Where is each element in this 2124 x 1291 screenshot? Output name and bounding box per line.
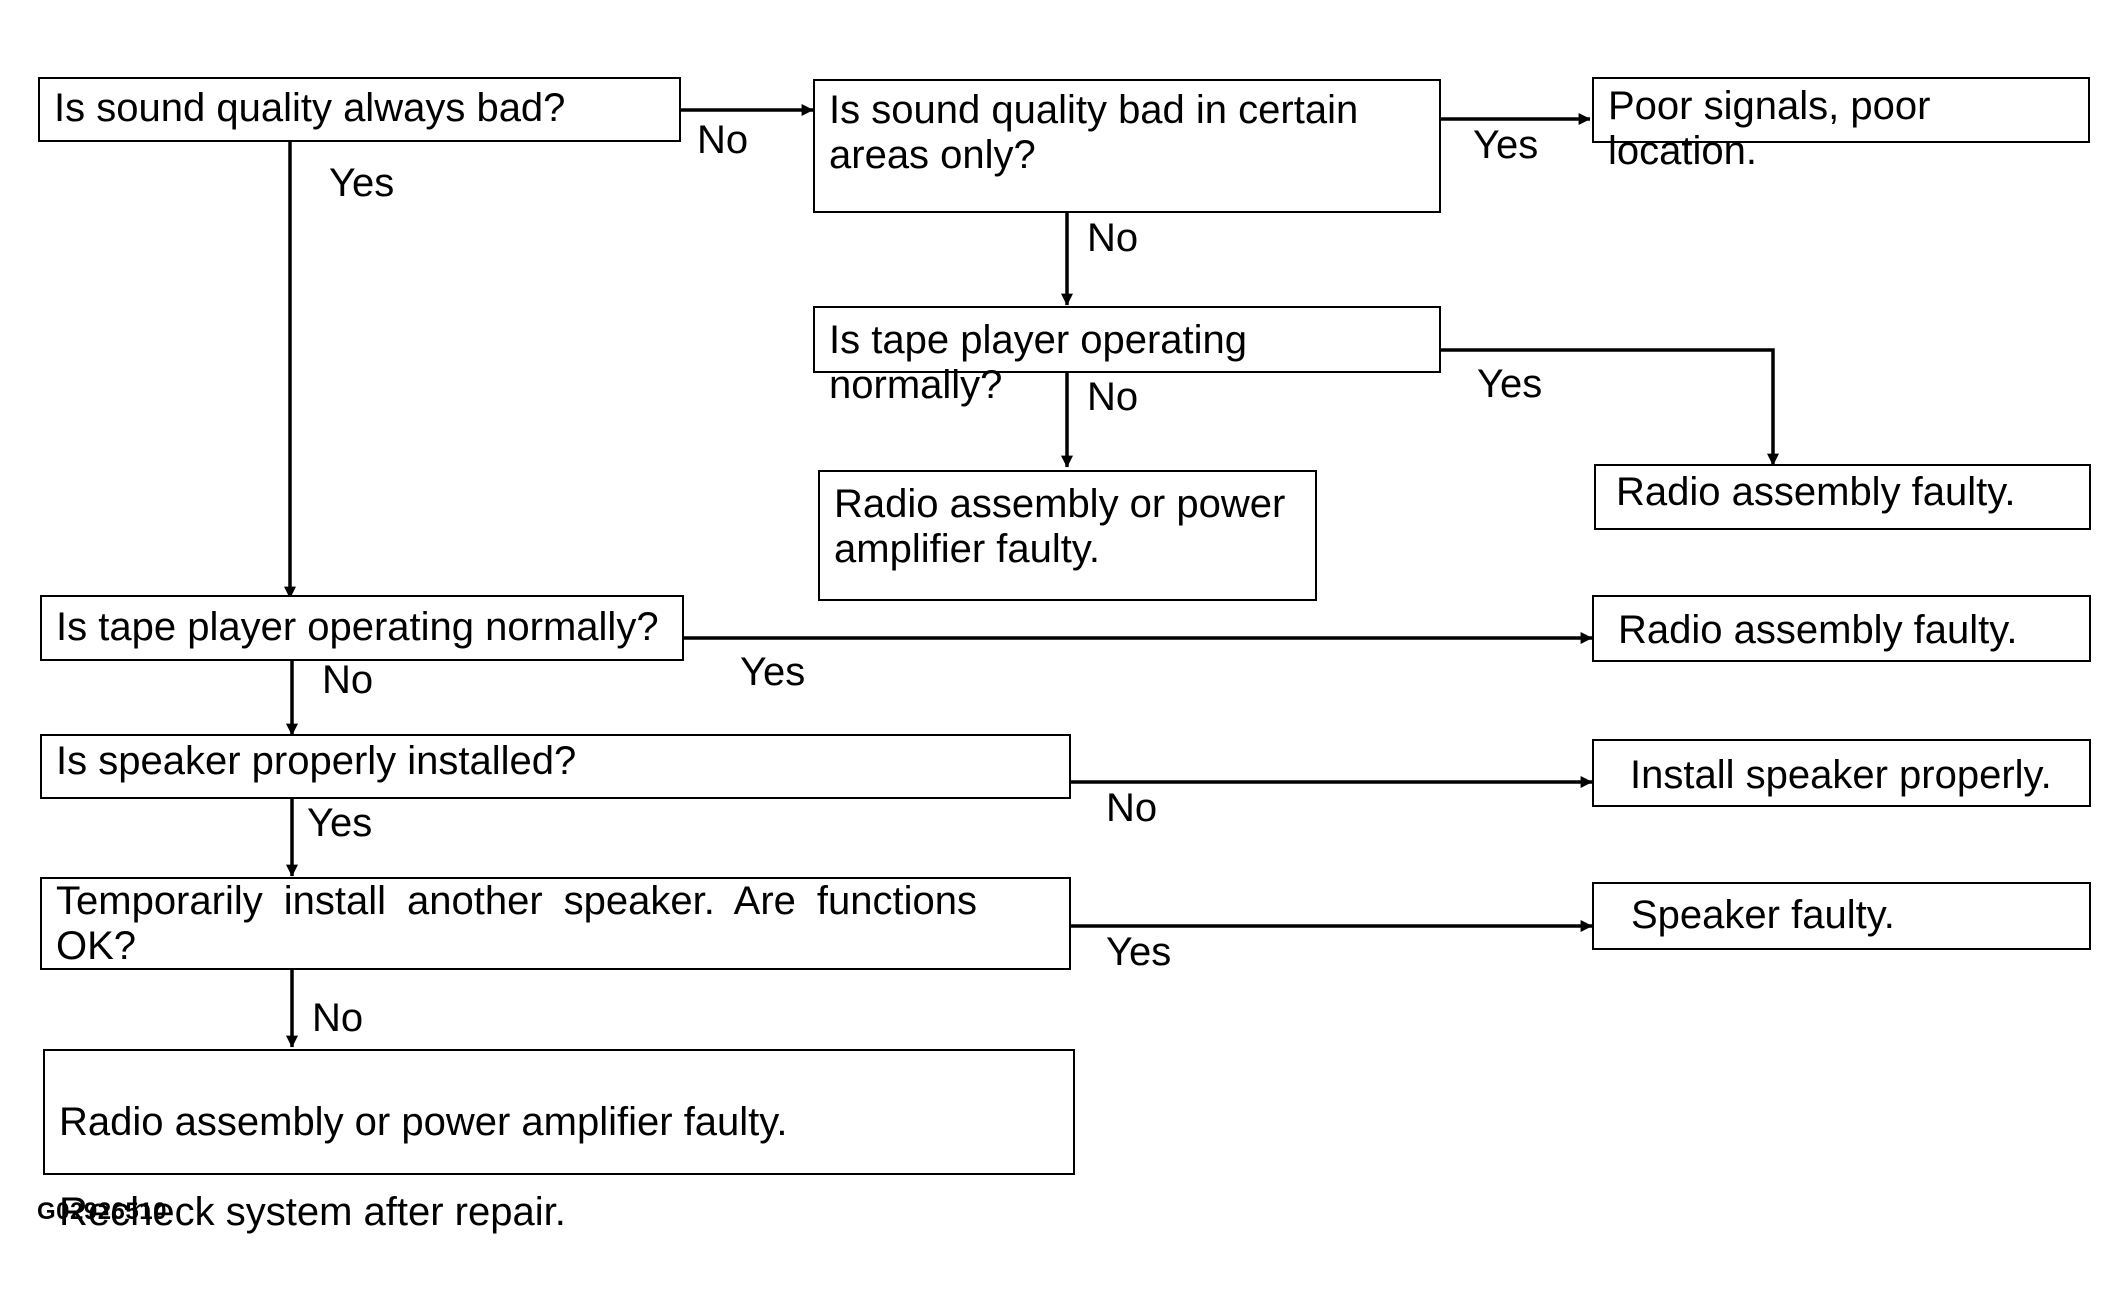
- result-radio-or-amplifier-faulty-lower-line1: Radio assembly or power amplifier faulty…: [59, 1100, 788, 1144]
- label-speaker-installed-no: No: [1106, 786, 1158, 830]
- label-tape-lower-no: No: [322, 658, 374, 702]
- label-temp-speaker-no: No: [312, 996, 364, 1040]
- label-always-bad-yes: Yes: [329, 161, 395, 205]
- figure-id: G02926510: [37, 1198, 167, 1225]
- result-radio-or-amplifier-faulty-lower-line2: Recheck system after repair.: [59, 1190, 566, 1234]
- result-radio-assembly-faulty-upper: Radio assembly faulty.: [1594, 464, 2091, 530]
- question-sound-bad-certain-areas: Is sound quality bad in certain areas on…: [813, 79, 1441, 213]
- result-install-speaker-properly: Install speaker properly.: [1592, 739, 2091, 807]
- question-tape-player-upper: Is tape player operating normally?: [813, 306, 1441, 407]
- edge-tape-upper-yes: [1440, 348, 1779, 466]
- label-temp-speaker-yes: Yes: [1106, 930, 1172, 974]
- label-certain-areas-no: No: [1087, 216, 1139, 260]
- result-speaker-faulty: Speaker faulty.: [1592, 882, 2091, 950]
- label-tape-lower-yes: Yes: [740, 650, 806, 694]
- result-radio-or-amplifier-faulty-lower: Radio assembly or power amplifier faulty…: [43, 1049, 1075, 1234]
- result-poor-signals: Poor signals, poor location.: [1592, 77, 2090, 173]
- question-temporarily-install-speaker: Temporarily install another speaker. Are…: [40, 877, 1071, 970]
- label-tape-upper-no: No: [1087, 375, 1139, 419]
- result-radio-or-amplifier-faulty-upper: Radio assembly or power amplifier faulty…: [818, 470, 1317, 601]
- question-sound-always-bad: Is sound quality always bad?: [38, 77, 681, 142]
- label-certain-areas-yes: Yes: [1473, 123, 1539, 167]
- result-radio-assembly-faulty-lower: Radio assembly faulty.: [1592, 595, 2091, 662]
- question-speaker-properly-installed: Is speaker properly installed?: [40, 734, 1071, 799]
- question-tape-player-lower: Is tape player operating normally?: [40, 595, 684, 661]
- label-tape-upper-yes: Yes: [1477, 362, 1543, 406]
- label-speaker-installed-yes: Yes: [307, 801, 373, 845]
- label-always-bad-no: No: [697, 118, 749, 162]
